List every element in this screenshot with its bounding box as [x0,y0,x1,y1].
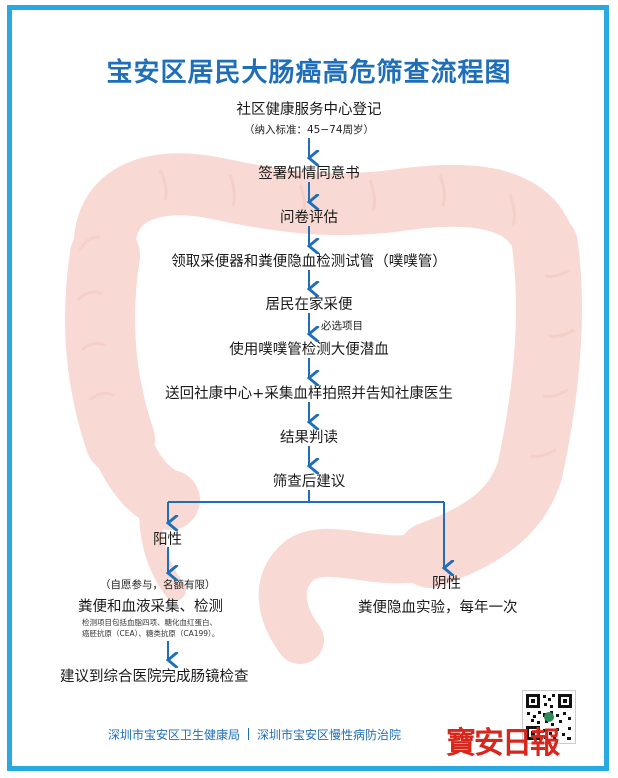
qr-code-icon [522,690,576,744]
step-return-center: 送回社康中心+采集血样拍照并告知社康医生 [165,386,453,402]
criteria-note: （纳入标准：45−74周岁） [243,124,375,136]
voluntary-note: （自愿参与，名额有限） [100,579,216,591]
step-occult-blood-test: 使用噗噗管检测大便潜血 [229,342,389,358]
positive-detail-line-2: 癌胚抗原（CEA）、糖类抗原（CA199）。 [82,629,220,638]
step-advice: 筛查后建议 [272,474,346,490]
step-questionnaire: 问卷评估 [280,210,338,226]
step-result-reading: 结果判读 [280,430,338,446]
page-title: 宝安区居民大肠癌高危筛查流程图 [106,58,512,88]
negative-label: 阴性 [432,576,461,592]
footer-org-1: 深圳市宝安区卫生健康局 [108,728,241,742]
negative-advice: 粪便隐血实验，每年一次 [358,600,518,616]
optional-note: 必选项目 [321,320,363,332]
footer-org-2: 深圳市宝安区慢性病防治院 [257,728,402,742]
step-home-sampling: 居民在家采便 [265,297,353,313]
step-collect-kit: 领取采便器和粪便隐血检测试管（噗噗管） [171,254,447,270]
logo-text: 寶安日報 [446,726,560,761]
step-registration: 社区健康服务中心登记 [236,102,382,118]
footer: 深圳市宝安区卫生健康局 深圳市宝安区慢性病防治院 [108,726,401,743]
positive-detail: 检测项目包括血脂四项、糖化血红蛋白、 癌胚抗原（CEA）、糖类抗原（CA199）… [82,617,219,639]
newspaper-logo: 寶安日報 [446,718,560,762]
step-consent: 签署知情同意书 [258,166,360,182]
positive-advice: 建议到综合医院完成肠镜检查 [60,669,249,685]
positive-label: 阳性 [153,532,182,548]
positive-detail-line-1: 检测项目包括血脂四项、糖化血红蛋白、 [82,618,217,627]
positive-collection: 粪便和血液采集、检测 [78,599,223,615]
footer-separator [248,728,250,740]
